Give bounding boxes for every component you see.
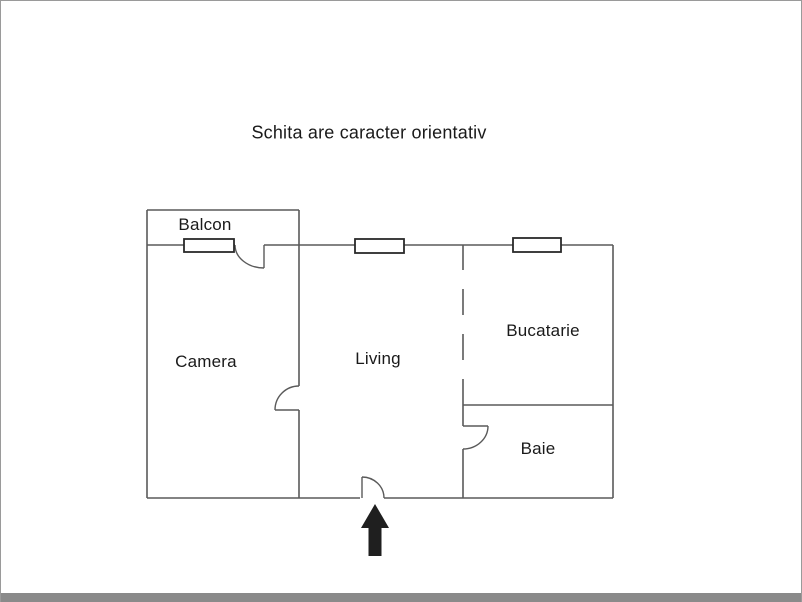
entrance-door-icon: [361, 476, 385, 499]
room-label-balcon: Balcon: [178, 215, 232, 234]
balcony-door-icon: [234, 244, 265, 269]
room-label-living: Living: [355, 349, 401, 368]
bottom-bar: [1, 593, 801, 602]
room-label-bucatarie: Bucatarie: [506, 321, 580, 340]
room-label-camera: Camera: [175, 352, 237, 371]
camera-door-icon: [274, 385, 300, 411]
entrance-arrow-icon: [361, 504, 389, 556]
balcony-window-icon: [183, 238, 235, 253]
bucatarie-window-icon: [512, 237, 562, 253]
baie-door-icon: [462, 425, 489, 450]
room-label-baie: Baie: [520, 439, 556, 458]
page-title: Schita are caracter orientativ: [251, 122, 487, 143]
living-window-icon: [354, 238, 405, 254]
